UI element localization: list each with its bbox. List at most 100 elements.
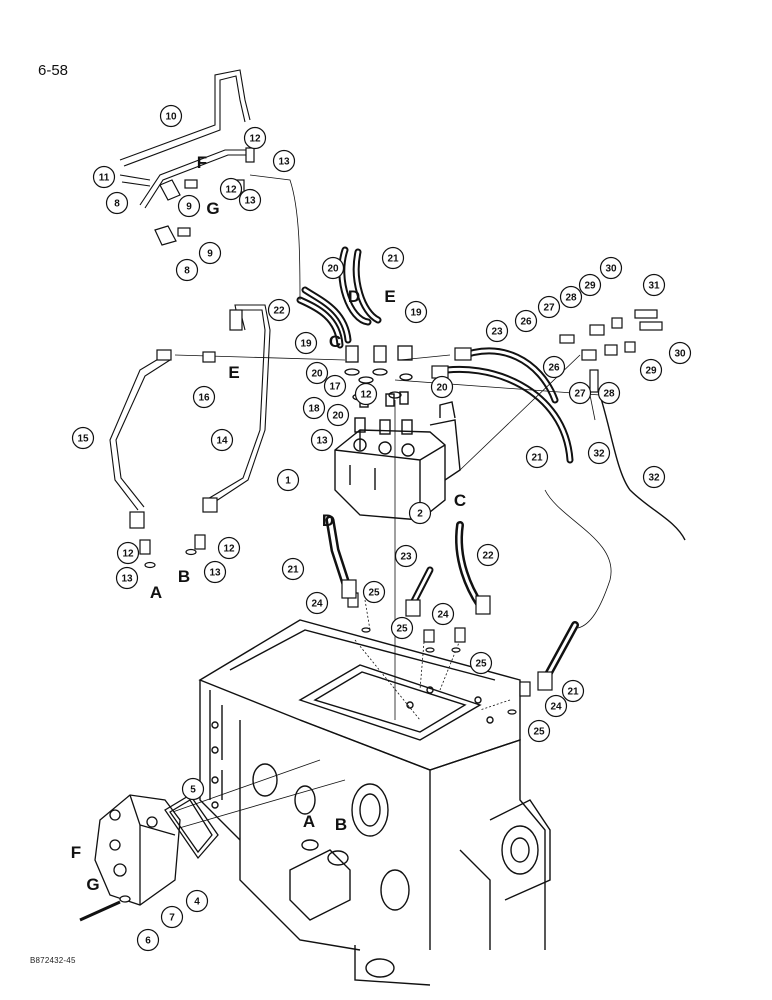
callout-16: 16 — [192, 385, 216, 409]
callout-number: 23 — [400, 552, 412, 563]
callout-30: 30 — [599, 256, 623, 280]
callout-circle — [404, 300, 428, 324]
callout-21: 21 — [561, 679, 585, 703]
callout-circle — [276, 468, 300, 492]
connection-letter-D: D — [322, 511, 334, 530]
callout-29: 29 — [639, 358, 663, 382]
callout-11: 11 — [92, 165, 116, 189]
callout-12: 12 — [219, 177, 243, 201]
callout-circle — [326, 403, 350, 427]
callout-24: 24 — [544, 694, 568, 718]
callout-circle — [642, 465, 666, 489]
callout-number: 30 — [674, 349, 686, 360]
callout-circle — [668, 341, 692, 365]
callout-9: 9 — [177, 194, 201, 218]
callout-32: 32 — [587, 441, 611, 465]
callout-circle — [394, 544, 418, 568]
callout-number: 6 — [145, 936, 151, 947]
callout-circle — [175, 258, 199, 282]
center-fittings — [344, 345, 413, 401]
callout-number: 30 — [605, 264, 617, 275]
callout-number: 4 — [194, 897, 200, 908]
callout-circle — [203, 560, 227, 584]
callout-circle — [310, 428, 334, 452]
callout-25: 25 — [469, 651, 493, 675]
callout-circle — [514, 309, 538, 333]
callout-number: 9 — [207, 249, 213, 260]
callout-circle — [305, 361, 329, 385]
callout-circle — [267, 298, 291, 322]
connection-letter-F: F — [197, 153, 207, 172]
callout-circle — [136, 928, 160, 952]
pump-assembly — [79, 794, 219, 922]
callout-24: 24 — [305, 591, 329, 615]
callout-number: 25 — [475, 659, 487, 670]
transmission-housing — [198, 619, 551, 986]
callout-number: 23 — [491, 327, 503, 338]
callout-circle — [210, 428, 234, 452]
callout-number: 17 — [329, 382, 341, 393]
callout-circle — [243, 126, 267, 150]
callout-number: 24 — [550, 702, 562, 713]
callout-number: 15 — [77, 434, 89, 445]
callout-circle — [92, 165, 116, 189]
small-fittings — [129, 147, 663, 715]
callout-number: 12 — [360, 390, 372, 401]
callout-number: 22 — [273, 306, 285, 317]
callout-12: 12 — [116, 541, 140, 565]
callout-circle — [217, 536, 241, 560]
callout-circle — [272, 149, 296, 173]
callout-7: 7 — [160, 905, 184, 929]
callout-circle — [639, 358, 663, 382]
callout-20: 20 — [321, 256, 345, 280]
callout-circle — [302, 396, 326, 420]
connection-letter-C: C — [329, 332, 341, 351]
callout-circle — [321, 256, 345, 280]
callout-circle — [362, 580, 386, 604]
callout-17: 17 — [323, 374, 347, 398]
callout-circle — [542, 355, 566, 379]
callout-number: 24 — [437, 610, 449, 621]
callout-circle — [485, 319, 509, 343]
callout-number: 5 — [190, 785, 196, 796]
callout-number: 19 — [410, 308, 422, 319]
callout-24: 24 — [431, 602, 455, 626]
callout-number: 13 — [244, 196, 256, 207]
callout-21: 21 — [381, 246, 405, 270]
callout-14: 14 — [210, 428, 234, 452]
callout-circle — [198, 241, 222, 265]
callout-circle — [238, 188, 262, 212]
callout-circle — [160, 905, 184, 929]
callout-number: 16 — [198, 393, 210, 404]
callout-circle — [525, 445, 549, 469]
callout-13: 13 — [272, 149, 296, 173]
hydraulic-hoses — [296, 246, 579, 684]
callout-8: 8 — [175, 258, 199, 282]
callout-circle — [587, 441, 611, 465]
callout-circle — [599, 256, 623, 280]
callout-number: 2 — [417, 509, 423, 520]
callout-circle — [159, 104, 183, 128]
callout-number: 12 — [225, 185, 237, 196]
callout-number: 19 — [300, 339, 312, 350]
callout-25: 25 — [362, 580, 386, 604]
connection-letter-D: D — [348, 287, 360, 306]
callout-12: 12 — [217, 536, 241, 560]
callout-number: 21 — [387, 254, 399, 265]
callout-circle — [578, 273, 602, 297]
callout-25: 25 — [527, 719, 551, 743]
callout-21: 21 — [525, 445, 549, 469]
callout-number: 22 — [482, 551, 494, 562]
callout-number: 27 — [574, 389, 586, 400]
callout-number: 20 — [311, 369, 323, 380]
callout-10: 10 — [159, 104, 183, 128]
callout-number: 21 — [287, 565, 299, 576]
callout-26: 26 — [514, 309, 538, 333]
connection-letter-B: B — [178, 567, 190, 586]
callout-number: 27 — [543, 303, 555, 314]
callout-22: 22 — [476, 543, 500, 567]
connection-letter-E: E — [228, 363, 239, 382]
callout-circle — [469, 651, 493, 675]
